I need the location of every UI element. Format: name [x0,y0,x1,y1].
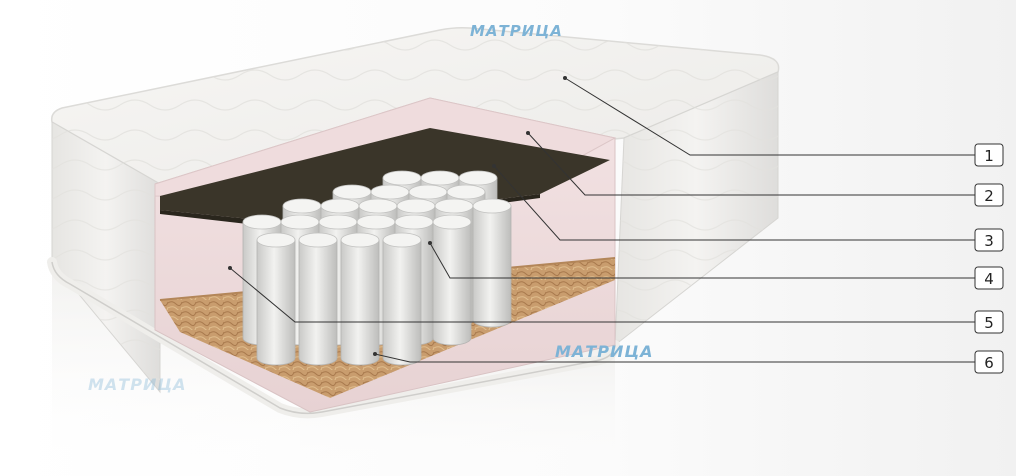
leader-line-6 [374,353,975,363]
leader-line-4 [429,242,975,279]
callout-1: 1 [974,143,1004,167]
spring-cylinder [472,198,512,328]
svg-text:1: 1 [984,147,994,165]
pocket-springs [242,170,512,366]
spring-cylinder [382,232,422,366]
leader-lines [229,77,975,363]
svg-text:5: 5 [984,314,994,332]
leader-line-5 [229,267,975,323]
leader-dots [228,76,567,356]
spring-cylinder [298,232,338,366]
watermark-left: МАТРИЦА [88,375,187,394]
spring-cylinder [256,232,296,366]
spring-cylinder [432,214,472,346]
svg-text:3: 3 [984,232,994,250]
callout-4: 4 [974,266,1004,290]
watermark-top: МАТРИЦА [470,22,563,40]
callout-3: 3 [974,228,1004,252]
svg-text:4: 4 [984,270,994,288]
watermark-center: МАТРИЦА [555,342,654,361]
callout-5: 5 [974,310,1004,334]
leader-line-1 [564,77,975,156]
callout-6: 6 [974,350,1004,374]
leader-line-2 [527,132,975,196]
svg-text:2: 2 [984,187,994,205]
spring-cylinder [340,232,380,366]
svg-text:6: 6 [984,354,994,372]
callout-2: 2 [974,183,1004,207]
leader-line-3 [493,165,975,241]
